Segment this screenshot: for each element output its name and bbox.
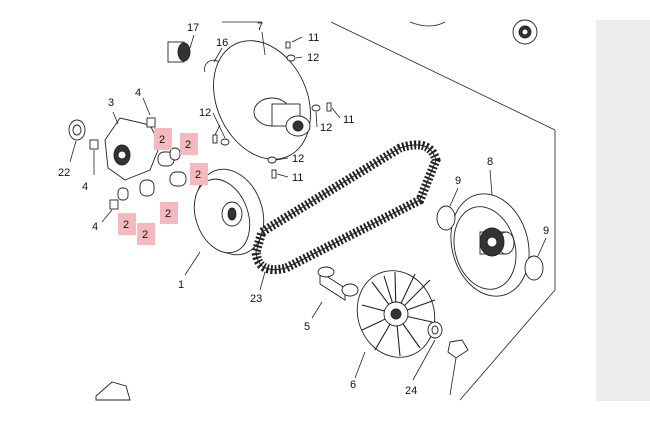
washer-22 bbox=[68, 119, 86, 163]
label-4b: 4 bbox=[82, 181, 88, 193]
label-7: 7 bbox=[257, 21, 263, 33]
label-17: 17 bbox=[187, 22, 199, 34]
bolts-11-washers-12 bbox=[212, 36, 341, 179]
label-6: 6 bbox=[350, 379, 356, 391]
o-rings-9 bbox=[436, 187, 547, 281]
label-11a: 11 bbox=[308, 32, 319, 44]
label-5: 5 bbox=[304, 321, 310, 333]
fan-sheave-6 bbox=[354, 270, 436, 379]
label-9a: 9 bbox=[455, 175, 461, 187]
movable-sheave-1 bbox=[184, 168, 265, 276]
label-2e: 2 bbox=[123, 219, 129, 231]
top-part-edge bbox=[409, 21, 446, 27]
drive-belt-23 bbox=[251, 140, 441, 291]
label-23: 23 bbox=[250, 293, 262, 305]
label-4a: 4 bbox=[135, 87, 141, 99]
label-11b: 11 bbox=[343, 114, 354, 126]
label-12b: 12 bbox=[320, 122, 332, 134]
front-arrow-icon bbox=[95, 381, 131, 401]
label-24: 24 bbox=[405, 385, 417, 397]
label-22: 22 bbox=[58, 167, 70, 179]
right-scrollbar-panel bbox=[596, 20, 650, 401]
label-4c: 4 bbox=[92, 221, 98, 233]
callout-labels: 1 2 2 2 2 2 2 3 4 4 4 5 6 7 8 9 9 11 11 … bbox=[58, 21, 549, 397]
label-2a: 2 bbox=[159, 134, 165, 146]
cam-plate-3 bbox=[104, 111, 161, 181]
label-11c: 11 bbox=[292, 172, 303, 184]
label-8: 8 bbox=[487, 156, 493, 168]
bearing-top-right bbox=[512, 19, 538, 45]
label-9b: 9 bbox=[543, 225, 549, 237]
label-2b: 2 bbox=[185, 139, 191, 151]
footer-strip bbox=[0, 401, 650, 421]
sliders-4 bbox=[89, 97, 156, 223]
label-12c: 12 bbox=[199, 107, 211, 119]
label-1: 1 bbox=[178, 279, 184, 291]
frame-lines bbox=[222, 21, 556, 401]
label-2d: 2 bbox=[165, 208, 171, 220]
secondary-sheave-8 bbox=[450, 169, 530, 297]
washer-nut-24 bbox=[412, 321, 469, 396]
label-12d: 12 bbox=[292, 153, 304, 165]
fixed-sheave-7 bbox=[213, 31, 311, 160]
label-2f: 2 bbox=[142, 229, 148, 241]
label-3: 3 bbox=[108, 97, 114, 109]
highlight-boxes bbox=[118, 128, 208, 245]
label-16: 16 bbox=[216, 37, 228, 49]
label-12a: 12 bbox=[307, 52, 319, 64]
label-2c: 2 bbox=[195, 169, 201, 181]
needle-bearing-17 bbox=[167, 34, 195, 63]
rollers-2 bbox=[117, 147, 187, 201]
collar-5 bbox=[311, 266, 359, 319]
